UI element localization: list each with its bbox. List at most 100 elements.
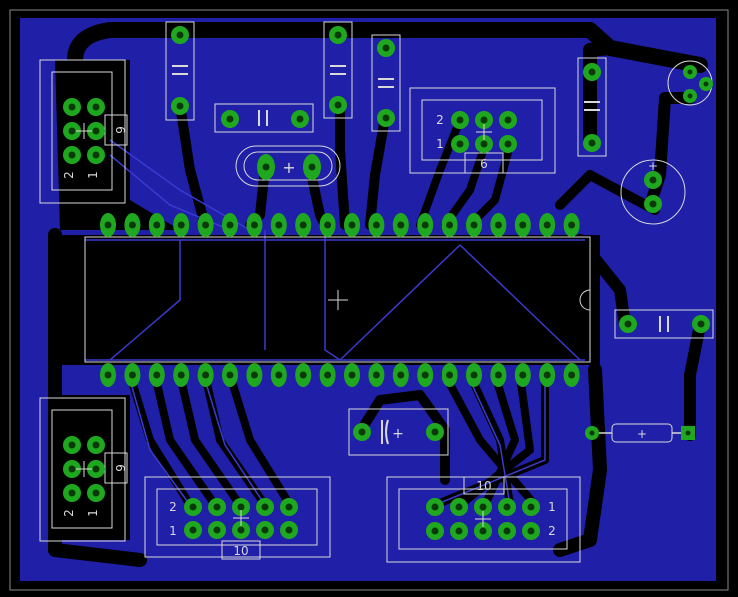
ic-pin-hole (470, 371, 478, 379)
center-cross (233, 510, 249, 526)
header-holes (189, 503, 293, 534)
hole (308, 163, 316, 171)
trace-bottom-fan-right (431, 371, 549, 509)
trace-edge-12 (434, 380, 546, 506)
hole (261, 526, 269, 534)
trace-edge-11 (469, 379, 511, 506)
ic-pin-hole (421, 221, 429, 229)
header-inner (398, 488, 568, 550)
hole (480, 140, 488, 148)
crystal-inner (243, 151, 333, 181)
cap-horizontal-2 (614, 309, 714, 339)
ic-pin-hole (275, 371, 283, 379)
hole (588, 68, 596, 76)
hole (479, 527, 487, 535)
hole (504, 116, 512, 124)
hole (382, 44, 390, 52)
hole (68, 465, 76, 473)
hole (237, 503, 245, 511)
hole (262, 163, 270, 171)
cap-outline (165, 21, 195, 121)
ic-pin-hole (397, 221, 405, 229)
center-cross (76, 461, 92, 477)
header-bottom-left: 10 2 1 (144, 476, 331, 560)
hole (68, 489, 76, 497)
cap-outline (614, 309, 714, 339)
ic-pin-hole (568, 371, 576, 379)
header-key (221, 540, 261, 560)
cap-plates (381, 419, 389, 445)
cap-outline (371, 34, 401, 132)
hole (92, 103, 100, 111)
hole (334, 31, 342, 39)
ic-pin-hole (275, 221, 283, 229)
hole (649, 200, 657, 208)
ic-pin-hole (202, 371, 210, 379)
header-inner (421, 99, 543, 161)
hole (504, 140, 512, 148)
header-pin-label-a: 2 (62, 509, 76, 517)
trace-edge-5 (339, 243, 581, 361)
hole (226, 115, 234, 123)
ic-pin-hole (519, 371, 527, 379)
hole (334, 101, 342, 109)
hole (92, 441, 100, 449)
ic-pin-hole (446, 371, 454, 379)
hole (68, 151, 76, 159)
ic-pin-hole (250, 221, 258, 229)
trace-right-vertical (553, 363, 607, 557)
hole (624, 320, 632, 328)
trace-edge-6 (109, 240, 181, 361)
ic-pin-hole (494, 371, 502, 379)
cap-outline (214, 103, 314, 133)
hole (527, 527, 535, 535)
hole (431, 527, 439, 535)
ic-pin-hole (128, 221, 136, 229)
ic-pin-hole (543, 371, 551, 379)
header-left-bottom: 6 2 1 (39, 397, 128, 542)
trace-edges (85, 139, 585, 506)
cap-polarity-mark: + (392, 426, 404, 442)
cap-outline (348, 408, 449, 456)
header-key (463, 476, 505, 495)
header-bottom-right: 10 1 2 (386, 476, 581, 563)
hole (687, 69, 693, 75)
hole (92, 465, 100, 473)
ic-pin-hole (494, 221, 502, 229)
hole (456, 116, 464, 124)
hole (189, 503, 197, 511)
ic-outline (84, 236, 591, 363)
header-top-mid: 6 2 1 (409, 87, 556, 174)
hole (285, 526, 293, 534)
ic-pin-hole (226, 221, 234, 229)
hole (92, 127, 100, 135)
header-count-label: 10 (476, 479, 491, 493)
ic-pin-hole (250, 371, 258, 379)
trace-c1 (175, 100, 210, 230)
hole (213, 526, 221, 534)
trace-right-column (644, 92, 696, 211)
header-pin-label-b: 1 (169, 524, 177, 538)
header-pin-label-a: 2 (62, 171, 76, 179)
ic-pads-bottom (100, 363, 580, 387)
cap-plates (378, 78, 394, 88)
ic-pin-hole (397, 371, 405, 379)
hole (480, 116, 488, 124)
ic-pin-hole (519, 221, 527, 229)
ic-pin-hole (372, 221, 380, 229)
header-count-label: 6 (480, 157, 488, 171)
trace-c2 (335, 100, 350, 230)
hole (68, 127, 76, 135)
ic-pin-hole (177, 221, 185, 229)
ic-pin-hole (299, 221, 307, 229)
ic-center-mark (328, 290, 348, 310)
trace-right-res (684, 319, 706, 441)
header-count-label: 6 (113, 464, 127, 472)
hole (503, 527, 511, 535)
hole (382, 114, 390, 122)
resistor-body (611, 423, 673, 443)
header-inner (156, 488, 318, 546)
hole (649, 176, 657, 184)
ic-pin-hole (202, 221, 210, 229)
